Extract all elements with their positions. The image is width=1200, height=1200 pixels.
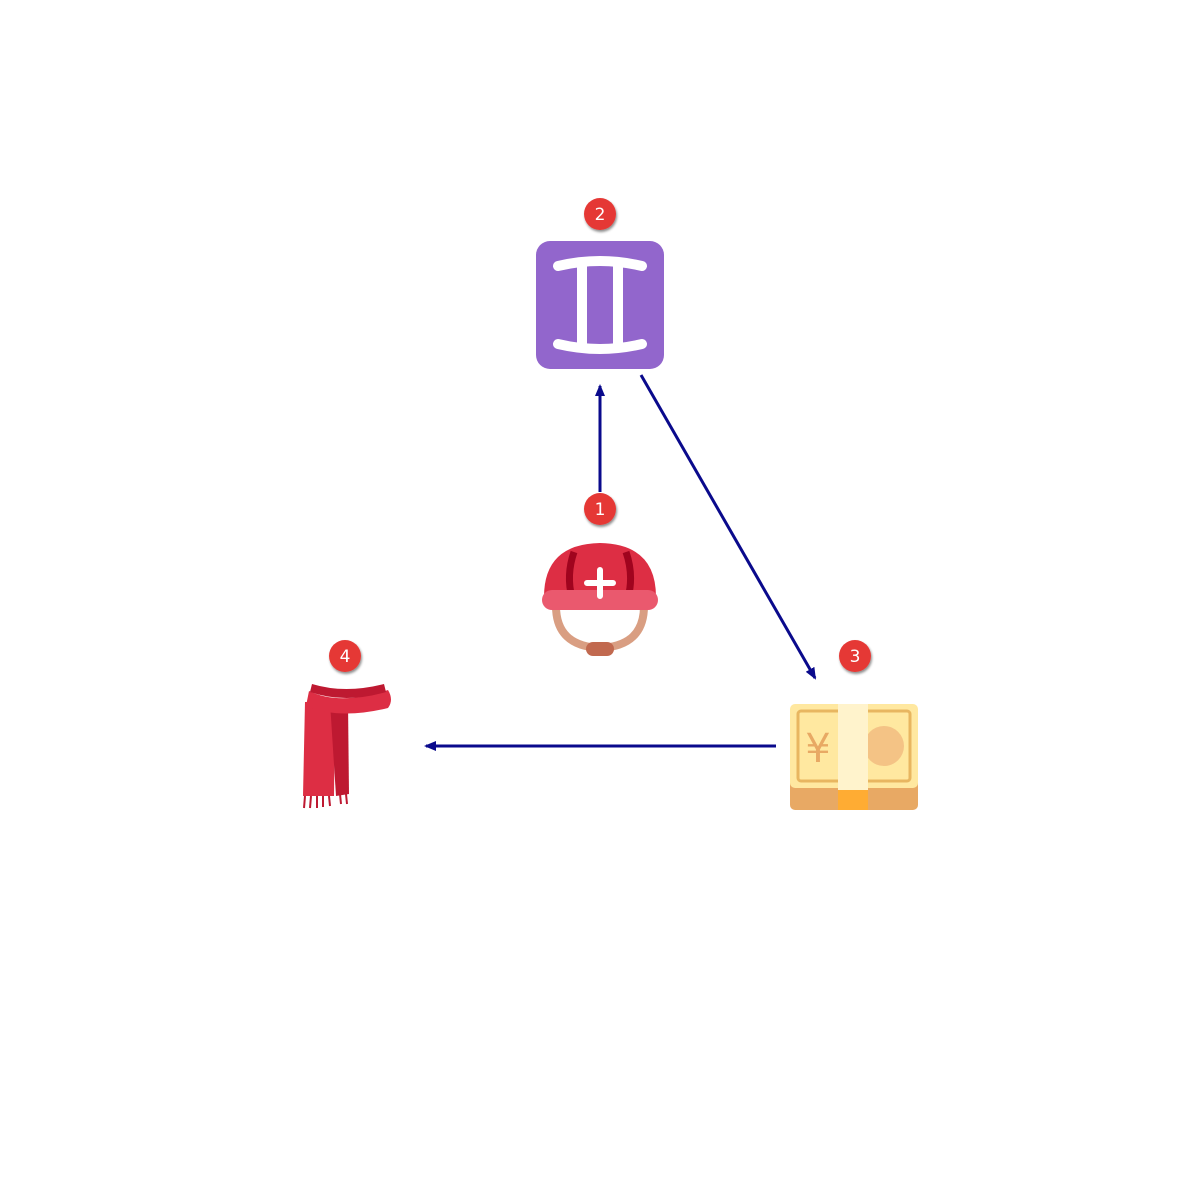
node-gemini: 2: [536, 198, 664, 369]
node-badge-1: 1: [584, 493, 616, 525]
yen-banknote-icon: ¥: [790, 704, 918, 810]
edge-2-to-3: [639, 374, 817, 680]
svg-text:¥: ¥: [805, 726, 830, 772]
node-yen-banknote: ¥ 3: [790, 640, 918, 810]
badge-label: 2: [595, 205, 606, 225]
node-badge-4: 4: [329, 640, 361, 672]
node-badge-3: 3: [839, 640, 871, 672]
badge-label: 4: [340, 647, 351, 667]
scarf-icon: [303, 684, 391, 809]
rescue-worker-helmet-icon: [542, 543, 658, 656]
badge-label: 3: [850, 647, 861, 667]
node-scarf: 4: [303, 640, 391, 809]
gemini-icon: [536, 241, 664, 369]
node-helmet: 1: [542, 493, 658, 656]
badge-label: 1: [595, 500, 606, 520]
node-badge-2: 2: [584, 198, 616, 230]
